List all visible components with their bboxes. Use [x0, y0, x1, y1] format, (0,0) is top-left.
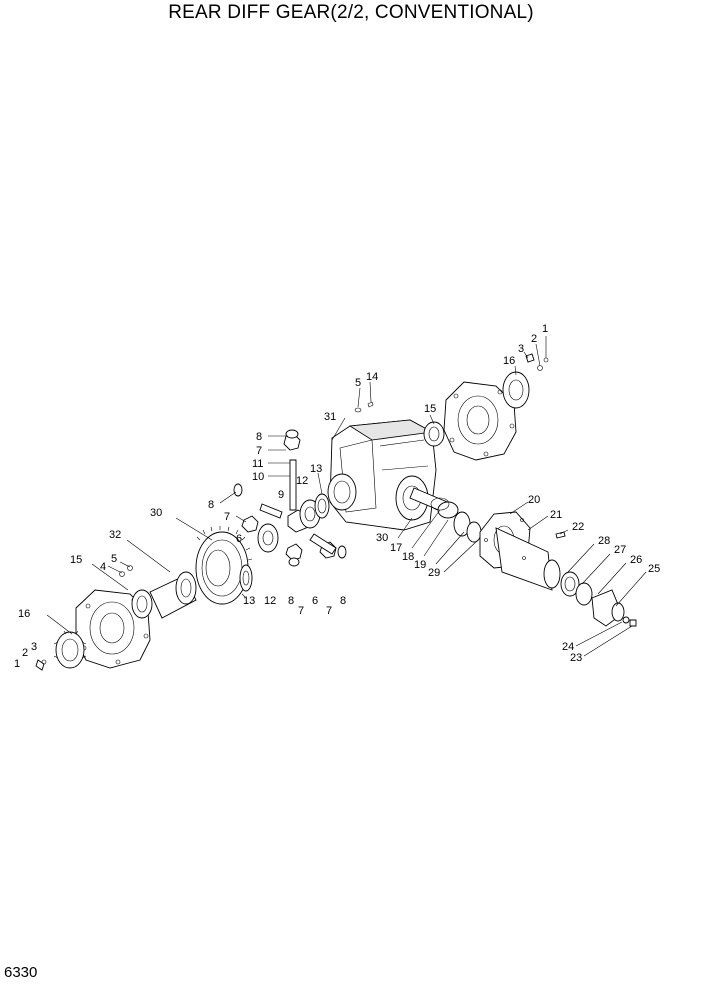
- callout-29: 29: [428, 567, 440, 579]
- callout-30-right: 30: [376, 532, 388, 544]
- callout-5-top: 5: [355, 377, 361, 389]
- callout-7-right: 7: [326, 605, 332, 617]
- callout-15-left: 15: [70, 554, 82, 566]
- callout-27: 27: [614, 544, 626, 556]
- callout-1-left: 1: [14, 658, 20, 670]
- callout-9: 9: [278, 489, 284, 501]
- spider-gear-cluster: [233, 429, 347, 592]
- callout-2-right: 2: [531, 333, 537, 345]
- callout-13-bottom: 13: [243, 595, 255, 607]
- callout-14: 14: [366, 371, 378, 383]
- top-bolt-parts: [354, 401, 374, 413]
- callout-24: 24: [562, 641, 574, 653]
- callout-7-bottom: 7: [298, 605, 304, 617]
- callout-2-left: 2: [22, 647, 28, 659]
- page-title: REAR DIFF GEAR(2/2, CONVENTIONAL): [168, 2, 534, 23]
- callout-32: 32: [109, 529, 121, 541]
- callout-11: 11: [252, 458, 263, 470]
- left-bearing-part: [131, 571, 197, 619]
- callout-22: 22: [572, 521, 584, 533]
- right-small-parts: [525, 353, 549, 371]
- bolt-22: [555, 531, 566, 539]
- seal-ring-15: [423, 421, 445, 447]
- callout-5-left: 5: [111, 553, 117, 565]
- callout-23: 23: [570, 652, 582, 664]
- callout-labels: 16 3 2 1 15 5 4 32 30 8 7 11 10 8 7 6 9 …: [14, 323, 660, 670]
- left-small-parts: [35, 659, 47, 671]
- callout-12-bottom: 12: [264, 595, 276, 607]
- callout-20: 20: [528, 494, 540, 506]
- callout-4: 4: [100, 561, 106, 573]
- callout-26: 26: [630, 554, 642, 566]
- callout-21: 21: [550, 509, 562, 521]
- left-bolts: [119, 565, 133, 577]
- callout-17: 17: [390, 542, 402, 554]
- callout-8-bottom: 8: [288, 595, 294, 607]
- callout-13-top: 13: [310, 463, 322, 475]
- callout-30-left: 30: [150, 507, 162, 519]
- callout-10: 10: [252, 471, 264, 483]
- pinion-shaft-assembly: [409, 487, 482, 543]
- callout-12-top: 12: [296, 475, 308, 487]
- callout-7-left: 7: [224, 511, 230, 523]
- ring-gear-part: [195, 526, 253, 605]
- callout-1-right: 1: [542, 323, 548, 335]
- callout-19: 19: [414, 559, 426, 571]
- left-planet-gear-part: [53, 630, 87, 669]
- page-number: 6330: [4, 964, 38, 981]
- callout-15-right: 15: [424, 403, 436, 415]
- right-end-cap-part: [443, 381, 517, 461]
- callout-31: 31: [324, 411, 336, 423]
- callout-16-right: 16: [503, 355, 515, 367]
- callout-8-right: 8: [340, 595, 346, 607]
- diff-housing-part: [327, 419, 437, 531]
- callout-6-left: 6: [236, 533, 242, 545]
- callout-28: 28: [598, 535, 610, 547]
- callout-8-top: 8: [256, 431, 262, 443]
- callout-6-bottom: 6: [312, 595, 318, 607]
- callout-16-left: 16: [18, 608, 30, 620]
- callout-3-right: 3: [518, 343, 524, 355]
- carrier-flange-part: [479, 511, 561, 591]
- right-planet-gear-part: [502, 371, 530, 409]
- output-seals-parts: [560, 571, 637, 627]
- callout-25: 25: [648, 563, 660, 575]
- callout-3-left: 3: [31, 641, 37, 653]
- callout-18: 18: [402, 551, 414, 563]
- callout-7-top: 7: [256, 445, 262, 457]
- leader-lines: [46, 336, 647, 657]
- callout-8-left: 8: [208, 499, 214, 511]
